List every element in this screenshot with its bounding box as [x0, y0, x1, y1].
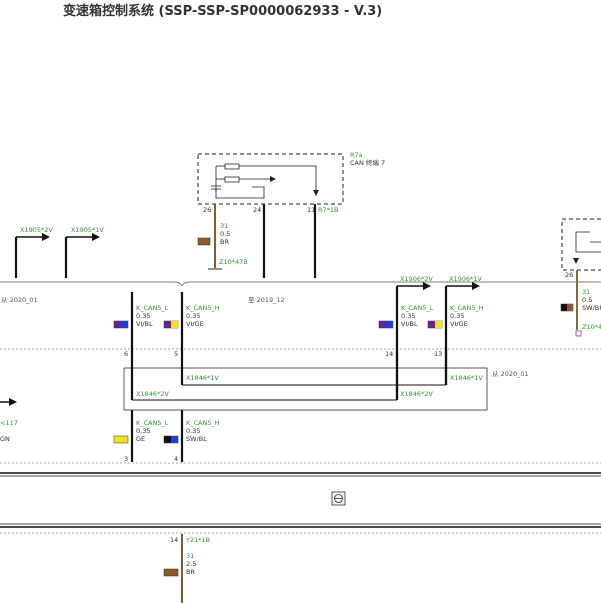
wire-gauge: 0.35 — [136, 427, 150, 435]
component-name: R7a — [350, 151, 363, 159]
wire-name: K_CAN5_L — [136, 419, 169, 427]
pin-label: 26 — [565, 271, 573, 279]
ground-terminal-icon — [575, 330, 582, 337]
control-unit-box[interactable] — [0, 472, 601, 534]
connector-label: R7*1B — [318, 206, 339, 214]
splice-label: X1846*1V — [186, 374, 219, 382]
wire-gauge: 0.35 — [136, 312, 150, 320]
splice-label: X1846*1V — [450, 374, 483, 382]
wire-color: GE — [136, 435, 145, 443]
date-label: 至 2019_12 — [248, 296, 285, 304]
wire-color-swatch — [197, 237, 211, 246]
wire-name: K_CAN5_H — [186, 419, 220, 427]
pin-label: 11 — [307, 206, 315, 214]
pin-label: 3 — [124, 455, 128, 463]
svg-text:X1906*1V: X1906*1V — [449, 275, 482, 283]
wire-color: BR — [186, 568, 195, 576]
wire-color: GN — [0, 435, 10, 443]
connector-label: <117 — [0, 419, 18, 427]
wire-gauge: 2.5 — [186, 560, 196, 568]
wire-gauge: 0.35 — [401, 312, 415, 320]
wire-name: K_CAN5_L — [401, 304, 434, 312]
pin-label: 4 — [174, 455, 178, 463]
connector-label: Y21*1B — [185, 536, 210, 544]
component-desc: CAN 终端 7 — [350, 158, 385, 167]
arrow-right-icon — [9, 398, 17, 406]
date-label: 从 2020_01 — [1, 296, 38, 304]
wire-id: 31 — [186, 552, 194, 560]
pin-label: 5 — [174, 350, 178, 358]
wire-color: SW/BR — [582, 304, 601, 312]
diagram-title: 变速箱控制系统 (SSP-SSP-SP0000062933 - V.3) — [63, 4, 383, 19]
right-component-partial[interactable] — [561, 218, 601, 271]
splice-label: X1846*2V — [400, 390, 433, 398]
wire-gauge: 0.5 — [220, 230, 230, 238]
splice-box[interactable] — [123, 367, 488, 411]
wire-gauge: 0.35 — [450, 312, 464, 320]
wire-gauge: 0.35 — [186, 312, 200, 320]
wire-color: BR — [220, 238, 229, 246]
date-label: 从 2020_01 — [492, 370, 529, 378]
wire-name: K_CAN5_H — [186, 304, 220, 312]
wire-color: VI/GE — [450, 320, 468, 328]
wire-id: 31 — [220, 222, 228, 230]
splice-label: X1846*2V — [136, 390, 169, 398]
wire-name: K_CAN5_L — [136, 304, 169, 312]
connector-label: Z10*40 — [582, 323, 601, 331]
svg-text:X1905*1V: X1905*1V — [71, 226, 104, 234]
wire-color: VI/BL — [401, 320, 418, 328]
connector-box-icon[interactable] — [331, 491, 346, 506]
pin-label: 13 — [434, 350, 442, 358]
termination-resistor-component[interactable]: R7a CAN 终端 7 26 24 11 R7*1B — [197, 151, 385, 214]
wire-name: K_CAN5_H — [450, 304, 484, 312]
wire-color: VI/GE — [186, 320, 204, 328]
connector-arrow-x1905-2v[interactable]: X1905*2V — [14, 226, 53, 278]
wire-color: VI/BL — [136, 320, 153, 328]
connector-arrow-x1906-2v[interactable]: X1906*2V — [395, 275, 433, 400]
wire-color: SW/BL — [186, 435, 207, 443]
svg-text:X1906*2V: X1906*2V — [400, 275, 433, 283]
pin-label: 26 — [203, 206, 211, 214]
wire-label-group: K_CAN5_L 0.35 VI/BL K_CAN5_H 0.35 VI/GE … — [113, 304, 484, 329]
connector-label: Z10*47B — [219, 258, 248, 266]
wire-color-swatch — [113, 435, 129, 444]
pin-label: 24 — [253, 206, 261, 214]
pin-label: 14 — [170, 536, 178, 544]
wire-gauge: 0.5 — [582, 296, 592, 304]
connector-arrow-x1905-1v[interactable]: X1905*1V — [64, 226, 104, 278]
wire-id: 31 — [582, 288, 590, 296]
pin-label: 6 — [124, 350, 128, 358]
connector-arrow-x1906-1v[interactable]: X1906*1V — [444, 275, 482, 385]
wire-color-swatch — [163, 568, 179, 577]
wire-gauge: 0.35 — [186, 427, 200, 435]
svg-text:X1905*2V: X1905*2V — [20, 226, 53, 234]
variant-separator — [0, 281, 601, 287]
pin-label: 14 — [385, 350, 393, 358]
